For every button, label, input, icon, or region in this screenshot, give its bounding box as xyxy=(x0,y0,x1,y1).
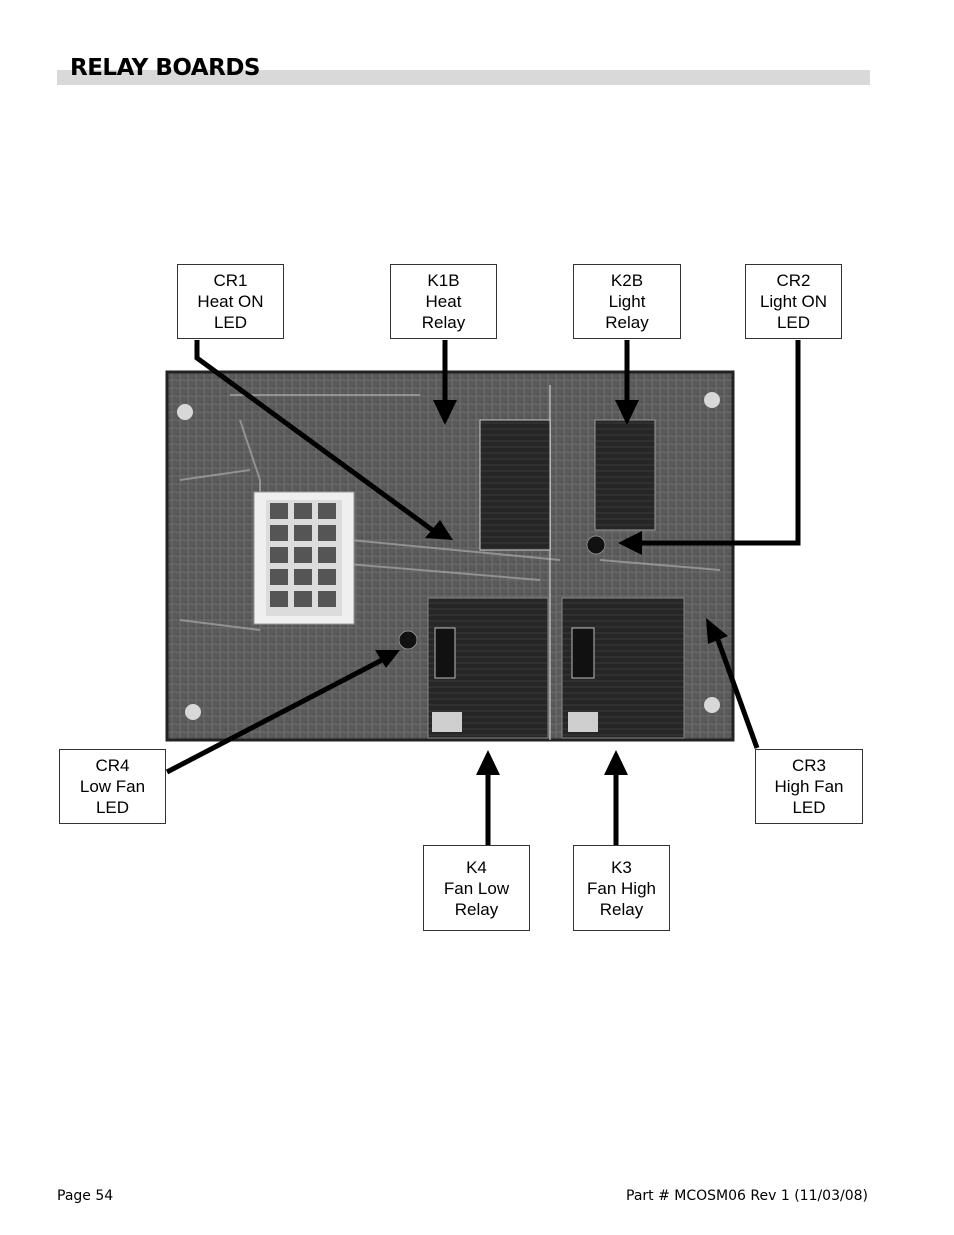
white-connector xyxy=(253,491,355,625)
relay-k1b-body xyxy=(479,419,551,551)
page-number: Page 54 xyxy=(57,1188,114,1204)
header-bar xyxy=(57,70,870,85)
callout-k4-fan-low-relay: K4 Fan Low Relay xyxy=(423,845,530,931)
callout-k3-fan-high-relay: K3 Fan High Relay xyxy=(573,845,670,931)
circuit-board xyxy=(165,370,735,742)
leader-lines xyxy=(165,340,801,845)
relay-k2b-body xyxy=(594,419,656,531)
cr4-led-icon xyxy=(398,630,418,650)
callout-cr1-heat-on-led: CR1 Heat ON LED xyxy=(177,264,284,339)
part-number: Part # MCOSM06 Rev 1 (11/03/08) xyxy=(626,1188,868,1204)
arrow-heads xyxy=(375,400,728,775)
callout-cr2-light-on-led: CR2 Light ON LED xyxy=(745,264,842,339)
callout-cr4-low-fan-led: CR4 Low Fan LED xyxy=(59,749,166,824)
cr2-led-icon xyxy=(586,535,606,555)
page-title: RELAY BOARDS xyxy=(70,55,260,81)
callout-cr3-high-fan-led: CR3 High Fan LED xyxy=(755,749,863,824)
callout-k1b-heat-relay: K1B Heat Relay xyxy=(390,264,497,339)
callout-k2b-light-relay: K2B Light Relay xyxy=(573,264,681,339)
